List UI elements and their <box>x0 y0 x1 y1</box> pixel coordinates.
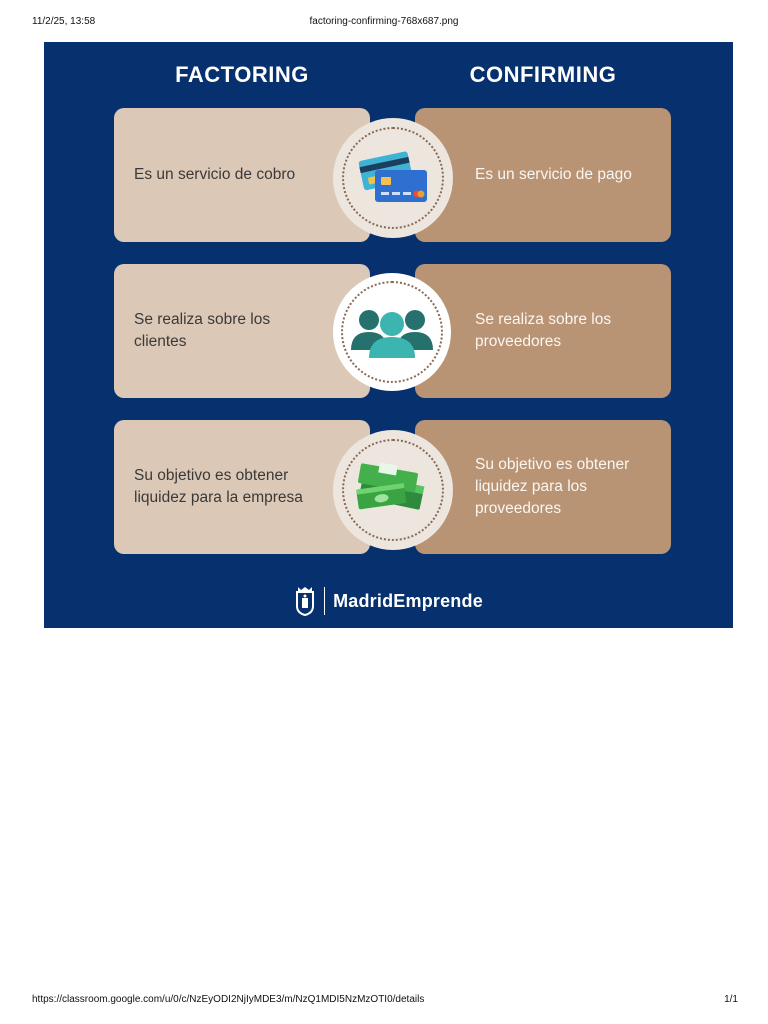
factoring-card-1: Es un servicio de cobro <box>114 108 370 242</box>
print-filename: factoring-confirming-768x687.png <box>309 16 459 27</box>
factoring-text-3: Su objetivo es obtener liquidez para la … <box>134 467 303 506</box>
confirming-title: CONFIRMING <box>469 62 617 87</box>
money-stack-icon <box>356 462 425 510</box>
factoring-card-3: Su objetivo es obtener liquidez para la … <box>114 420 370 554</box>
print-url[interactable]: https://classroom.google.com/u/0/c/NzEyO… <box>32 994 425 1005</box>
print-datetime: 11/2/25, 13:58 <box>32 16 96 27</box>
brand-divider <box>324 587 326 615</box>
factoring-card-2: Se realiza sobre los clientes <box>114 264 370 398</box>
badge-row-2 <box>333 273 451 391</box>
people-group-icon <box>351 310 433 358</box>
factoring-title: FACTORING <box>175 62 309 87</box>
print-page-number: 1/1 <box>724 994 738 1005</box>
confirming-text-1: Es un servicio de pago <box>475 166 632 183</box>
infographic: FACTORING CONFIRMING Es un servicio de c… <box>44 42 733 628</box>
badge-row-3 <box>333 430 453 550</box>
factoring-text-2: Se realiza sobre los clientes <box>134 311 271 350</box>
confirming-card-3: Su objetivo es obtener liquidez para los… <box>415 420 671 554</box>
confirming-text-2: Se realiza sobre los proveedores <box>475 311 612 350</box>
factoring-text-1: Es un servicio de cobro <box>134 166 296 183</box>
brand-logo: MadridEmprende <box>44 586 733 616</box>
brand-name: MadridEmprende <box>333 590 483 611</box>
badge-row-1 <box>333 118 453 238</box>
madrid-coat-of-arms-icon <box>296 587 315 616</box>
confirming-card-2: Se realiza sobre los proveedores <box>415 264 671 398</box>
confirming-card-1: Es un servicio de pago <box>415 108 671 242</box>
confirming-text-3: Su objetivo es obtener liquidez para los… <box>475 456 630 517</box>
credit-cards-icon <box>358 151 427 202</box>
